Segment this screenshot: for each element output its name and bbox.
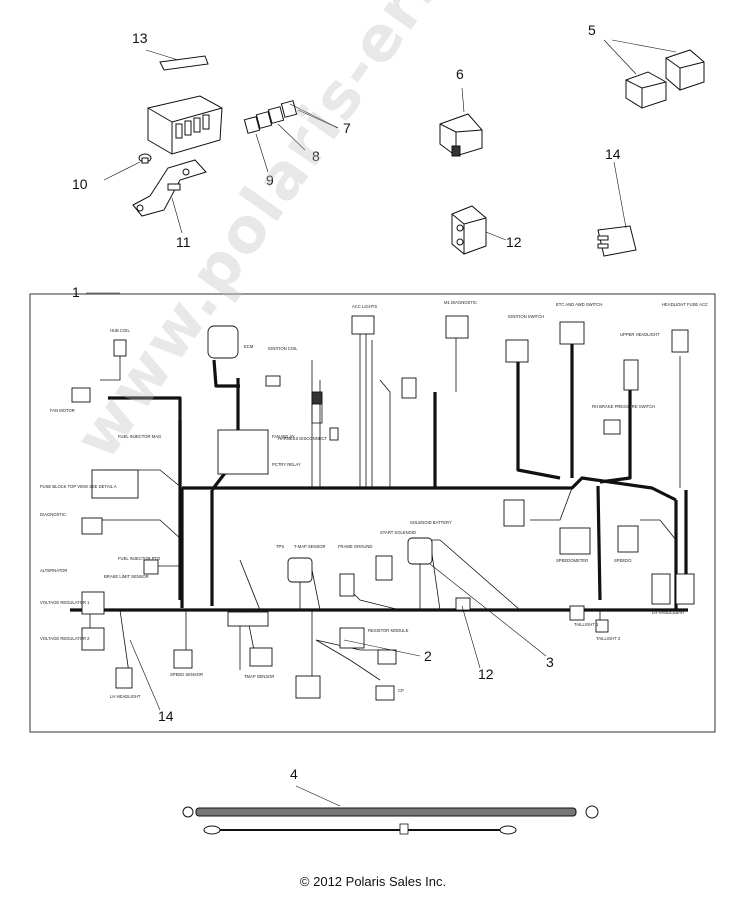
label-diagnostic-top: M1 DIAGNOSTIC — [444, 300, 477, 305]
callout-14-top: 14 — [605, 146, 621, 162]
part-5-relays — [603, 39, 705, 109]
copyright-text: © 2012 Polaris Sales Inc. — [299, 874, 447, 889]
part-6-connector — [439, 87, 483, 157]
label-ptc-relay: PCTRY RELAY — [272, 462, 301, 467]
label-etc-awd-switch: ETC AND AWD SWITCH — [556, 302, 602, 307]
label-ignition-switch: IGNITION SWITCH — [508, 314, 544, 319]
label-speedometer: SPEEDOMETER — [556, 558, 588, 563]
label-speedo: SPEEDO — [614, 558, 632, 563]
label-cp: CP — [398, 688, 404, 693]
label-taillight-2: TAILLIGHT 2 — [596, 636, 621, 641]
callout-7: 7 — [343, 120, 351, 136]
label-tps: TPS — [276, 544, 284, 549]
parts-7-8-9-fuses — [243, 100, 339, 173]
label-fan-relay: FAN RELAY — [272, 434, 295, 439]
label-solenoid-battery: SOLENOID BATTERY — [410, 520, 452, 525]
label-hub-coil: HUB COIL — [110, 328, 130, 333]
label-frame-ground: FRAME GROUND — [338, 544, 372, 549]
label-fuse-block: FUSE BLOCK TOP VIEW SEE DETAIL A — [40, 484, 117, 489]
label-fan-motor: FAN MOTOR — [50, 408, 75, 413]
label-harness-disconnect: HARNESS DISCONNECT — [278, 436, 328, 441]
callout-4: 4 — [290, 766, 298, 782]
part-4-battery-cable — [182, 785, 599, 835]
callout-13: 13 — [132, 30, 148, 46]
callout-2: 2 — [424, 648, 432, 664]
label-diagnostic-left: DIAGNOSTIC — [40, 512, 66, 517]
label-resistor-module: RESISTOR MODULE — [368, 628, 409, 633]
part-14-connector — [597, 161, 637, 257]
label-speed-sensor: SPEED SENSOR — [170, 672, 203, 677]
label-tmap-sensor-2: TMAP SENSOR — [244, 674, 274, 679]
label-lh-headlight: LH HEADLIGHT — [110, 694, 141, 699]
label-alternator: ALTERNATOR — [40, 568, 67, 573]
callout-8: 8 — [312, 148, 320, 164]
callout-14-bottom: 14 — [158, 708, 174, 724]
label-tmap-sensor: T-MAP SENSOR — [294, 544, 326, 549]
part-10-screw — [103, 153, 152, 181]
harness-frame — [29, 293, 716, 733]
label-voltage-reg-1: VOLTAGE REGULATOR 1 — [40, 600, 90, 605]
label-ignition-coil: IGNITION COIL — [268, 346, 298, 351]
signal-wires — [89, 330, 681, 690]
callout-10: 10 — [72, 176, 88, 192]
callout-12-top: 12 — [506, 234, 522, 250]
callout-5: 5 — [588, 22, 596, 38]
callout-11: 11 — [176, 234, 191, 250]
label-headlight-fuse: HEADLIGHT FUSE ACC — [662, 302, 708, 307]
callout-9: 9 — [266, 172, 274, 188]
label-rh-brake-pressure: RH BRAKE PRESSURE SWITCH — [592, 404, 655, 409]
label-ecm: ECM — [244, 344, 254, 349]
harness-connectors — [71, 315, 695, 701]
harness-labels: HUB COIL ECM IGNITION COIL ACC LIGHTS M1… — [40, 300, 708, 699]
label-voltage-reg-2: VOLTAGE REGULATOR 2 — [40, 636, 90, 641]
part-13-label — [145, 49, 209, 71]
callout-6: 6 — [456, 66, 464, 82]
label-lh-handlebar: LH HANDLEBAR — [652, 610, 684, 615]
label-upper-headlight: UPPER HEADLIGHT — [620, 332, 660, 337]
callout-1: 1 — [72, 284, 80, 300]
label-fuel-injector-pto: FUEL INJECTOR PTO — [118, 556, 161, 561]
label-acc-lights: ACC LIGHTS — [352, 304, 377, 309]
main-harness — [70, 340, 688, 612]
callout-leaders — [86, 292, 547, 711]
label-brake-limit: BRAKE LIMIT SENSOR — [104, 574, 149, 579]
label-taillight-1: TAILLIGHT 1 — [574, 622, 599, 627]
fuse-box-cover — [147, 95, 223, 155]
callout-3: 3 — [546, 654, 554, 670]
part-12-connector — [451, 205, 507, 255]
label-start-solenoid: START SOLENOID — [380, 530, 416, 535]
label-fuel-injector-mag: FUEL INJECTOR MAG — [118, 434, 161, 439]
part-11-bracket — [132, 159, 207, 234]
callout-12-bottom: 12 — [478, 666, 494, 682]
